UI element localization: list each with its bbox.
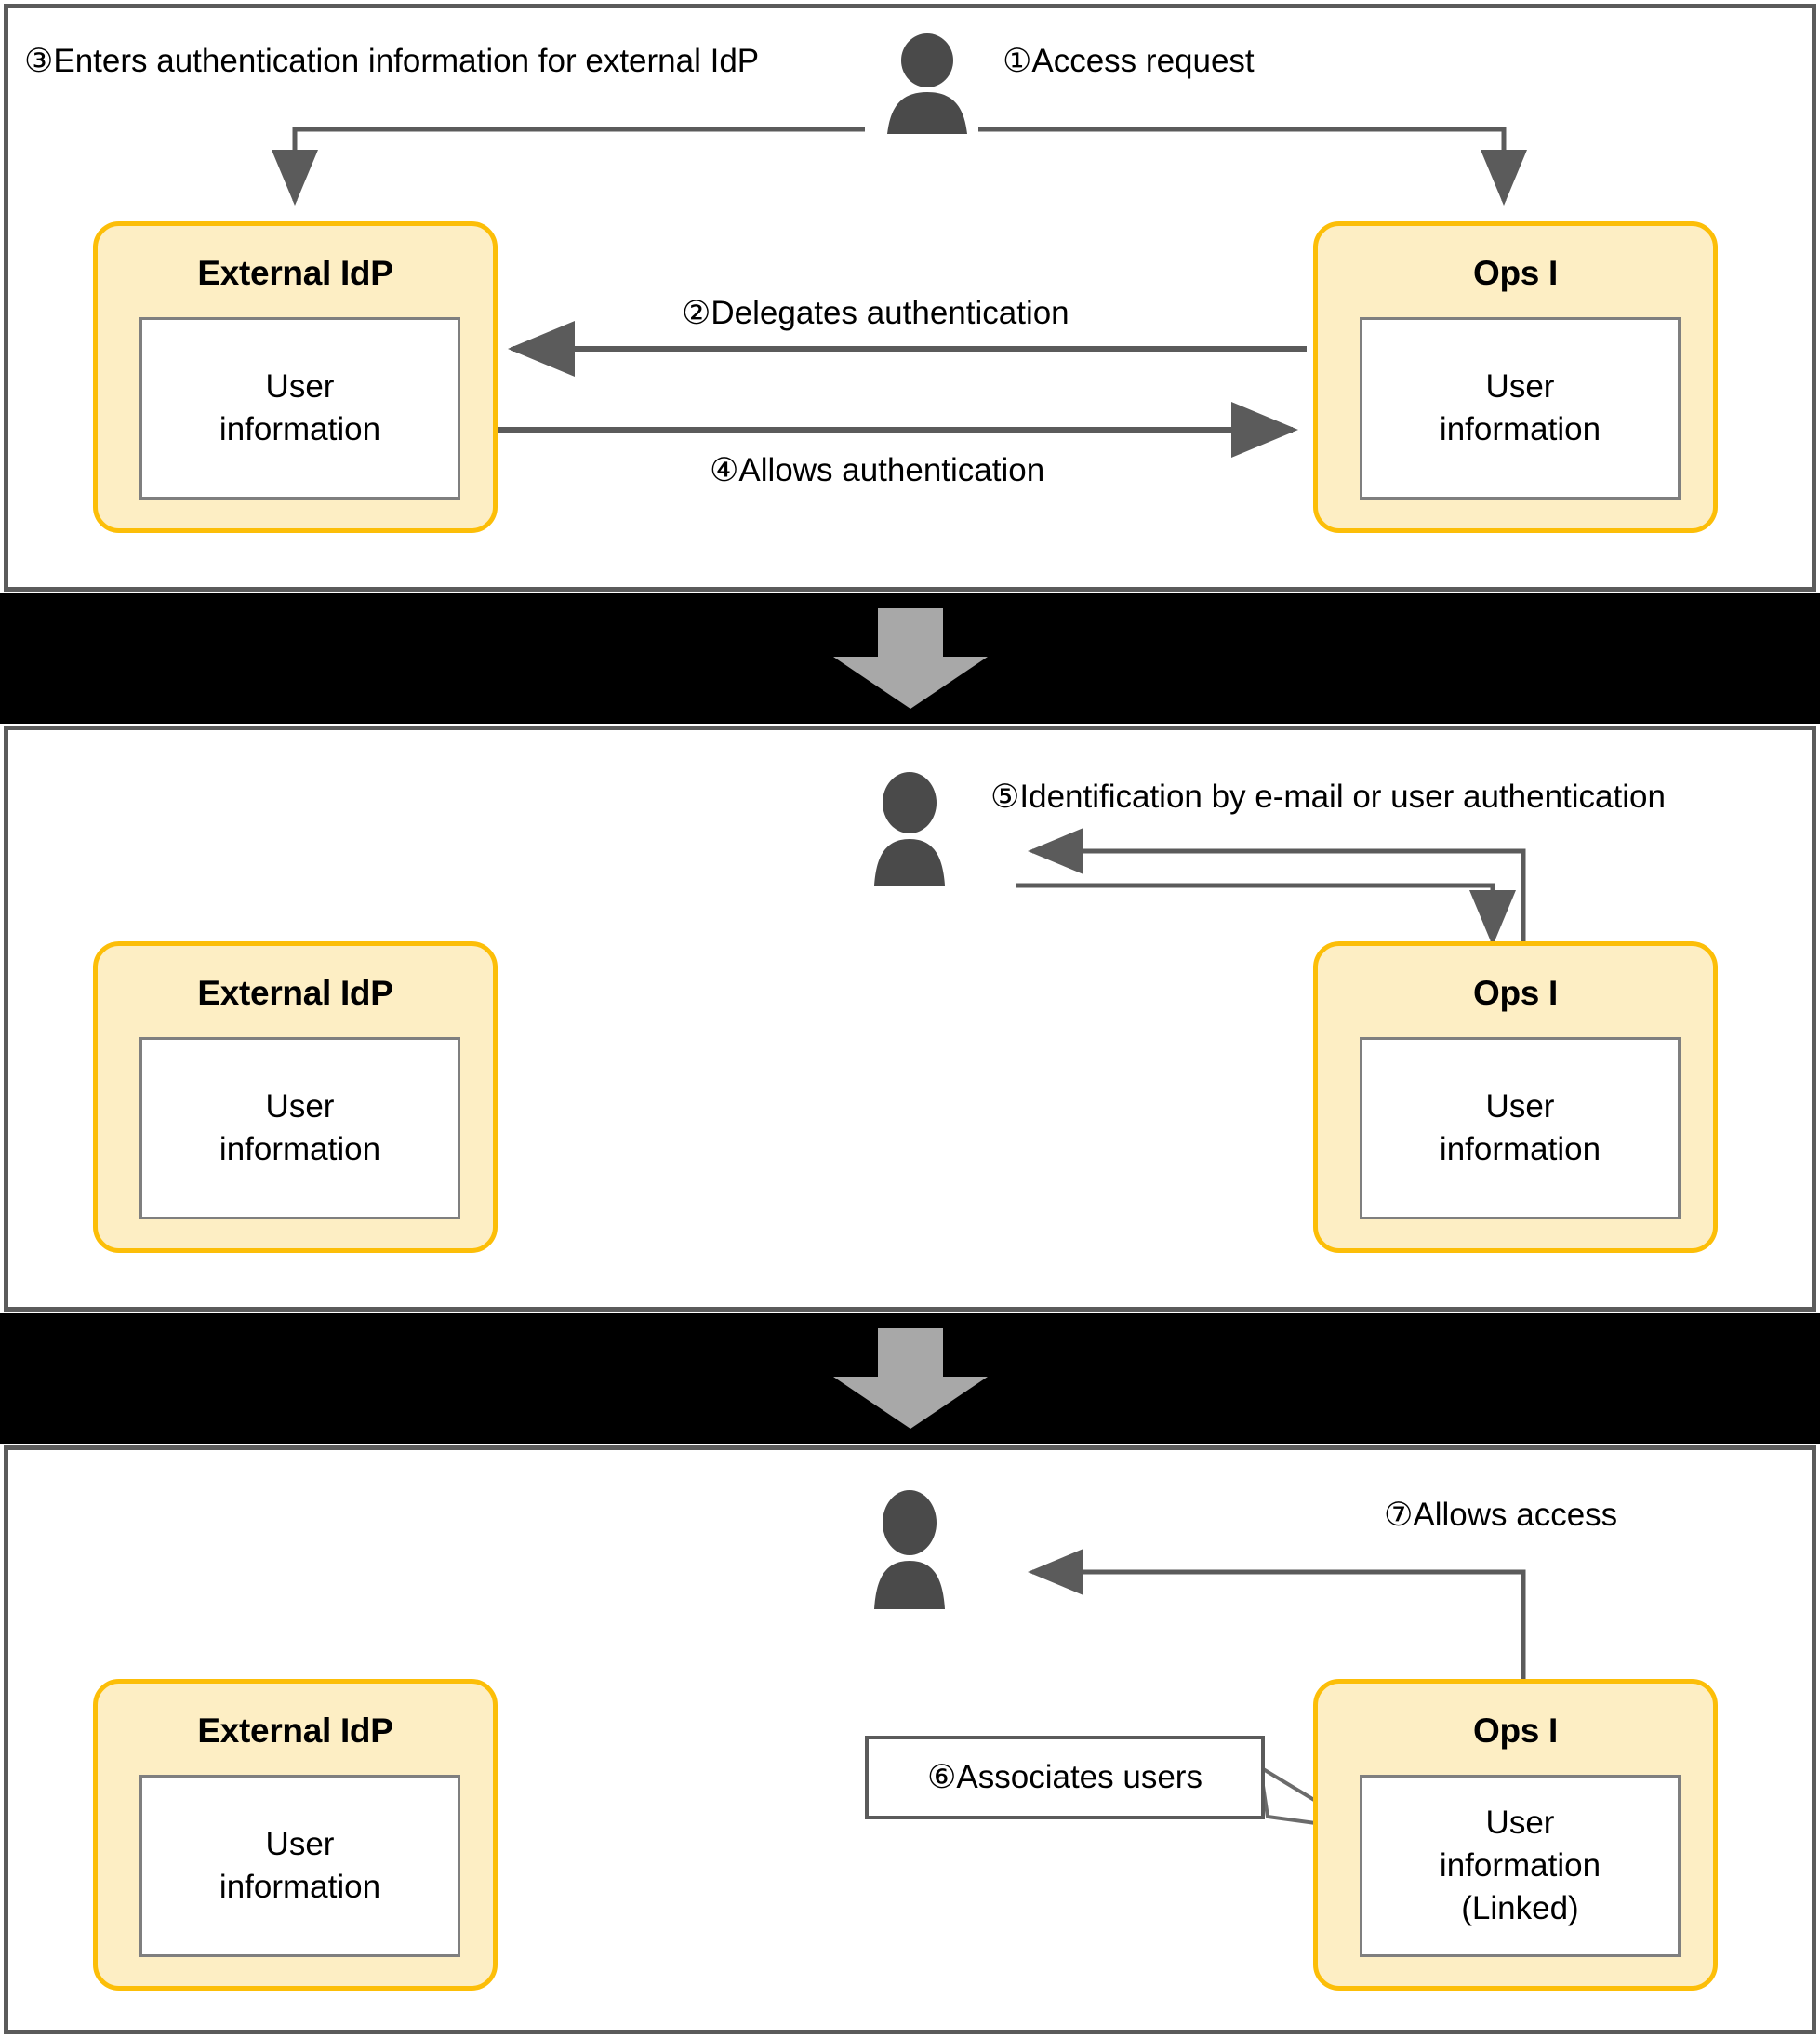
actor-title-external-idp: External IdP [197, 1712, 393, 1750]
step-6-label: ⑥Associates users [927, 1759, 1202, 1795]
user-information-line-1: User [1485, 1804, 1555, 1841]
step-3-label: ③Enters authentication information for e… [24, 43, 760, 79]
down-arrow-icon [832, 608, 988, 709]
user-information-line-1: User [1485, 1087, 1555, 1125]
person-icon [874, 1490, 945, 1609]
actor-title-ops: Ops I [1472, 1712, 1559, 1750]
actor-external-idp-1: External IdP User information [93, 221, 498, 533]
user-information-line-1: User [265, 1087, 335, 1125]
person-icon [874, 772, 945, 886]
actor-ops-3: Ops I User information (Linked) [1313, 1679, 1718, 1991]
step-7-label: ⑦Allows access [1384, 1497, 1618, 1533]
user-information-line-2: information [219, 1131, 381, 1167]
user-information-linked-box: User information (Linked) [1360, 1775, 1681, 1957]
transition-band-2 [0, 1313, 1820, 1444]
actor-title-ops: Ops I [1472, 254, 1559, 292]
actor-title-external-idp: External IdP [197, 254, 393, 292]
user-information-line-1: User [265, 1825, 335, 1862]
step-4-label: ④Allows authentication [710, 452, 1045, 488]
actor-title-ops: Ops I [1472, 974, 1559, 1012]
user-information-box: User information [139, 317, 460, 500]
user-information-box: User information [139, 1037, 460, 1219]
user-information-line-2: information [1439, 1131, 1601, 1167]
user-information-line-1: User [1485, 367, 1555, 405]
actor-ops-2: Ops I User information [1313, 941, 1718, 1253]
actor-external-idp-3: External IdP User information [93, 1679, 498, 1991]
user-information-line-2: information [1439, 1846, 1601, 1884]
actor-title-external-idp: External IdP [197, 974, 393, 1012]
user-information-line-2: information [219, 1869, 381, 1905]
user-information-box: User information [1360, 1037, 1681, 1219]
user-information-line-2: information [219, 411, 381, 447]
step-2-label: ②Delegates authentication [682, 295, 1069, 331]
user-information-line-2: information [1439, 411, 1601, 447]
actor-external-idp-2: External IdP User information [93, 941, 498, 1253]
user-information-line-3: (Linked) [1461, 1890, 1579, 1927]
user-information-box: User information [1360, 317, 1681, 500]
person-icon [887, 33, 967, 134]
step-5-label: ⑤Identification by e-mail or user authen… [990, 779, 1666, 815]
actor-ops-1: Ops I User information [1313, 221, 1718, 533]
down-arrow-icon [832, 1328, 988, 1429]
user-information-line-1: User [265, 367, 335, 405]
step-1-label: ①Access request [1003, 43, 1255, 79]
transition-band-1 [0, 593, 1820, 724]
user-information-box: User information [139, 1775, 460, 1957]
step-6-callout: ⑥Associates users [865, 1736, 1265, 1819]
